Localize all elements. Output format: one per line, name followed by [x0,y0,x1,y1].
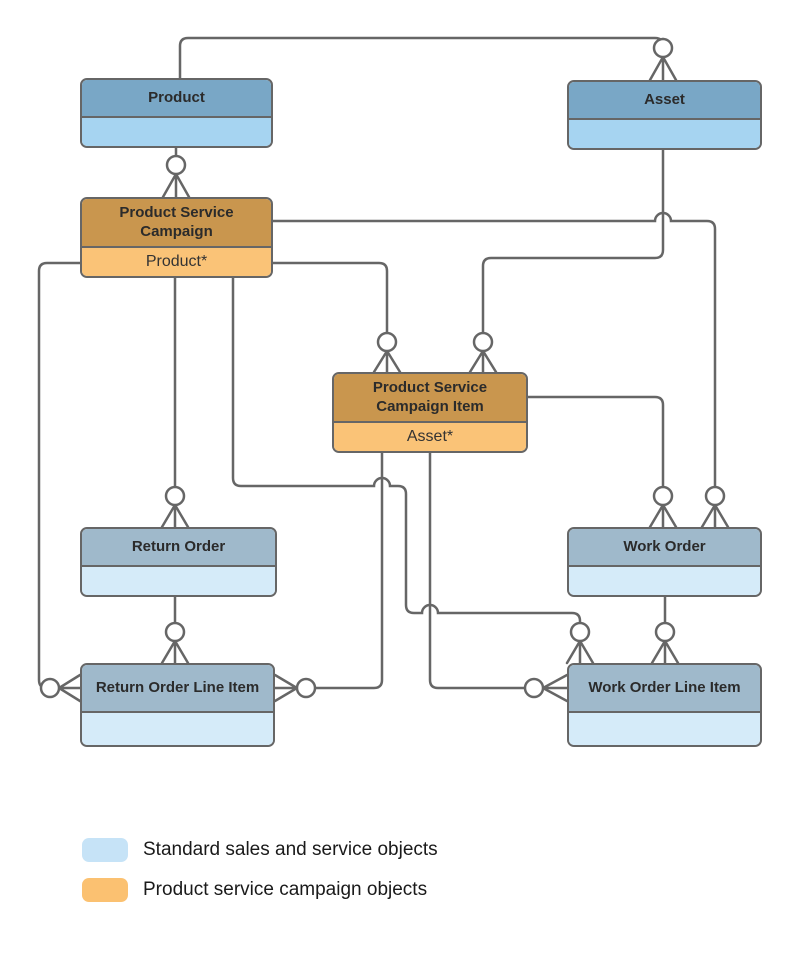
connector-psc-workorderlineitem [231,276,582,625]
zero-or-many-marker-workorderlineitem-top-left [565,621,595,665]
entity-return-order: Return Order [80,527,277,597]
entity-title: Product Service Campaign Item [334,374,526,423]
zero-or-many-marker-returnorderlineitem-right [273,673,317,703]
connector-product-asset [178,36,665,80]
entity-title: Product Service Campaign [82,199,271,248]
legend-item-campaign-objects: Product service campaign objects [82,878,438,902]
connector-psc-psci [271,261,389,335]
entity-attribute [82,118,271,146]
zero-or-many-marker-workorderlineitem-left [523,673,569,703]
entity-title: Product [82,80,271,118]
connector-psci-workorderlineitem [428,451,527,690]
zero-or-many-marker-returnorderlineitem-top [160,621,190,665]
zero-or-many-marker-psc-top [161,154,191,199]
entity-title: Return Order Line Item [82,665,273,713]
zero-or-many-marker-returnorderlineitem-left [39,673,82,703]
entity-title: Return Order [82,529,275,567]
entity-attribute [569,567,760,595]
zero-or-many-marker-psci-top-left [372,331,402,374]
entity-asset: Asset [567,80,762,150]
legend-swatch-campaign-objects [82,878,128,902]
legend: Standard sales and service objects Produ… [82,838,438,918]
entity-attribute [82,713,273,745]
zero-or-many-marker-returnorder-top [160,485,190,529]
entity-product-service-campaign: Product Service Campaign Product* [80,197,273,278]
connector-asset-psci [481,148,665,335]
legend-label: Product service campaign objects [143,879,428,900]
connector-psc-workorder [271,211,717,489]
zero-or-many-marker-workorderlineitem-top-right [650,621,680,665]
connector-psci-workorder [525,395,665,489]
entity-product: Product [80,78,273,148]
entity-attribute [569,713,760,745]
zero-or-many-marker-workorder-top-left [648,485,678,529]
legend-item-standard-objects: Standard sales and service objects [82,838,438,862]
zero-or-many-marker-asset-top [648,37,678,82]
connector-psci-returnorderlineitem [313,451,384,690]
entity-attribute [569,120,760,148]
connector-psc-returnorderlineitem [37,261,82,690]
entity-product-service-campaign-item: Product Service Campaign Item Asset* [332,372,528,453]
entity-work-order: Work Order [567,527,762,597]
legend-swatch-standard-objects [82,838,128,862]
entity-work-order-line-item: Work Order Line Item [567,663,762,747]
entity-attribute [82,567,275,595]
entity-return-order-line-item: Return Order Line Item [80,663,275,747]
entity-title: Asset [569,82,760,120]
entity-attribute: Asset* [334,423,526,451]
zero-or-many-marker-psci-top-right [468,331,498,374]
legend-label: Standard sales and service objects [143,839,438,860]
entity-title: Work Order [569,529,760,567]
entity-title: Work Order Line Item [569,665,760,713]
entity-attribute: Product* [82,248,271,276]
zero-or-many-marker-workorder-top-right [700,485,730,529]
